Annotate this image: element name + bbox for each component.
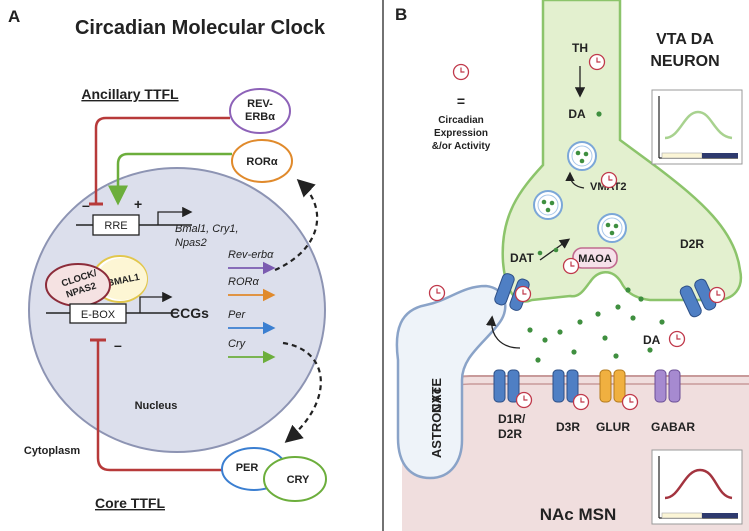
- ccgs-label: CCGs: [170, 305, 209, 321]
- reverb-protein: [229, 88, 291, 134]
- nucleus-label: Nucleus: [135, 400, 178, 412]
- th-label: TH: [572, 41, 588, 55]
- cytoplasm-label: Cytoplasm: [24, 445, 80, 457]
- glur-receptor: [599, 369, 626, 403]
- th-clock-icon: [588, 53, 606, 71]
- core-inhibition-line: [96, 340, 248, 472]
- vesicle-2: [533, 190, 563, 220]
- da-cleft-label: DA: [643, 333, 661, 347]
- da-top-label: DA: [568, 107, 586, 121]
- rre-genes-line2: Npas2: [175, 237, 207, 249]
- glur-clock-icon: [621, 393, 639, 411]
- vesicle-1: [567, 141, 597, 171]
- receptor-d1r-label-2: D2R: [498, 427, 522, 441]
- reverb-label-2: ERBα: [245, 111, 275, 123]
- da-cleft-clock-icon: [668, 330, 686, 348]
- gene-ror: RORα: [228, 276, 259, 288]
- gene-cry: Cry: [228, 338, 247, 350]
- nac-astrocyte: [395, 284, 507, 480]
- msn-rhythm-chart: [651, 449, 743, 525]
- d1r-d2r-receptor: [493, 369, 520, 403]
- gabar-receptor: [654, 369, 681, 403]
- core-minus-sign: –: [114, 337, 122, 353]
- rre-plus-sign: +: [134, 196, 142, 212]
- rre-label: RRE: [104, 220, 127, 232]
- da-cleft-molecules: [527, 247, 665, 363]
- vesicle-3: [597, 213, 627, 243]
- ebox-transcription-arrow: [139, 291, 173, 313]
- ebox-label: E-BOX: [81, 309, 116, 321]
- clock-legend-icon: [452, 63, 470, 81]
- per-label: PER: [236, 462, 259, 474]
- d3r-receptor: [552, 369, 579, 403]
- legend-text-1: Circadian: [438, 115, 484, 126]
- reverb-inhibition-line: [94, 116, 230, 204]
- cry-label: CRY: [287, 474, 310, 486]
- ebox-box: [69, 303, 127, 324]
- ror-protein: [231, 139, 293, 183]
- vmat2-clock-icon: [600, 171, 618, 189]
- receptor-glur-label: GLUR: [596, 420, 630, 434]
- astrocyte-clock-icon: [428, 284, 446, 302]
- receptor-gabar-label: GABAR: [651, 420, 695, 434]
- astrocyte-label-1: NAc: [429, 387, 444, 413]
- gene-per: Per: [228, 309, 246, 321]
- nac-msn-label: NAc MSN: [540, 505, 617, 524]
- neuron-title-2: NEURON: [650, 53, 719, 70]
- ancillary-ttfl-label: Ancillary TTFL: [81, 86, 179, 102]
- panel-a-title: Circadian Molecular Clock: [75, 17, 326, 39]
- rre-box: [92, 214, 140, 236]
- neuron-rhythm-chart: [651, 89, 743, 165]
- d3r-clock-icon: [572, 393, 590, 411]
- maoa-enzyme: [572, 247, 618, 269]
- reverb-label-1: REV-: [247, 98, 273, 110]
- d2r-clock-icon: [708, 286, 726, 304]
- cry-protein: [263, 456, 327, 502]
- legend-text-2: Expression: [434, 128, 488, 139]
- nucleus: [28, 167, 326, 453]
- d1r-clock-icon: [515, 391, 533, 409]
- gene-reverb: Rev-erbα: [228, 249, 274, 261]
- reuptake-arrow: [485, 315, 521, 349]
- receptor-d1r-label-1: D1R/: [498, 412, 526, 426]
- maoa-clock-icon: [562, 257, 580, 275]
- vta-da-neuron-terminal: [501, 0, 743, 303]
- rre-transcription-arrow: [157, 206, 193, 225]
- d2r-label: D2R: [680, 237, 704, 251]
- legend-text-3: &/or Activity: [432, 141, 491, 152]
- rre-minus-sign: –: [82, 197, 90, 213]
- ror-label: RORα: [246, 156, 277, 168]
- export-to-per-cry-arrow: [282, 341, 322, 443]
- neuron-title-1: VTA DA: [656, 31, 714, 48]
- astrocyte-label-2: ASTROCYTE: [429, 378, 444, 459]
- dat-clock-icon: [514, 285, 532, 303]
- panel-a-letter: A: [8, 7, 20, 26]
- legend-equals: =: [457, 93, 465, 109]
- receptor-d3r-label: D3R: [556, 420, 580, 434]
- vmat2-arrow: [565, 171, 585, 189]
- da-dot: [596, 111, 602, 117]
- core-ttfl-label: Core TTFL: [95, 495, 165, 511]
- panel-b-letter: B: [395, 5, 407, 24]
- rre-genes-line1: Bmal1, Cry1,: [175, 223, 239, 235]
- maoa-label: MAOA: [578, 253, 612, 265]
- ror-activation-arrow: [108, 152, 232, 206]
- astrocyte-label-2-text: ASTROCYTE: [429, 378, 444, 459]
- dat-label: DAT: [510, 251, 534, 265]
